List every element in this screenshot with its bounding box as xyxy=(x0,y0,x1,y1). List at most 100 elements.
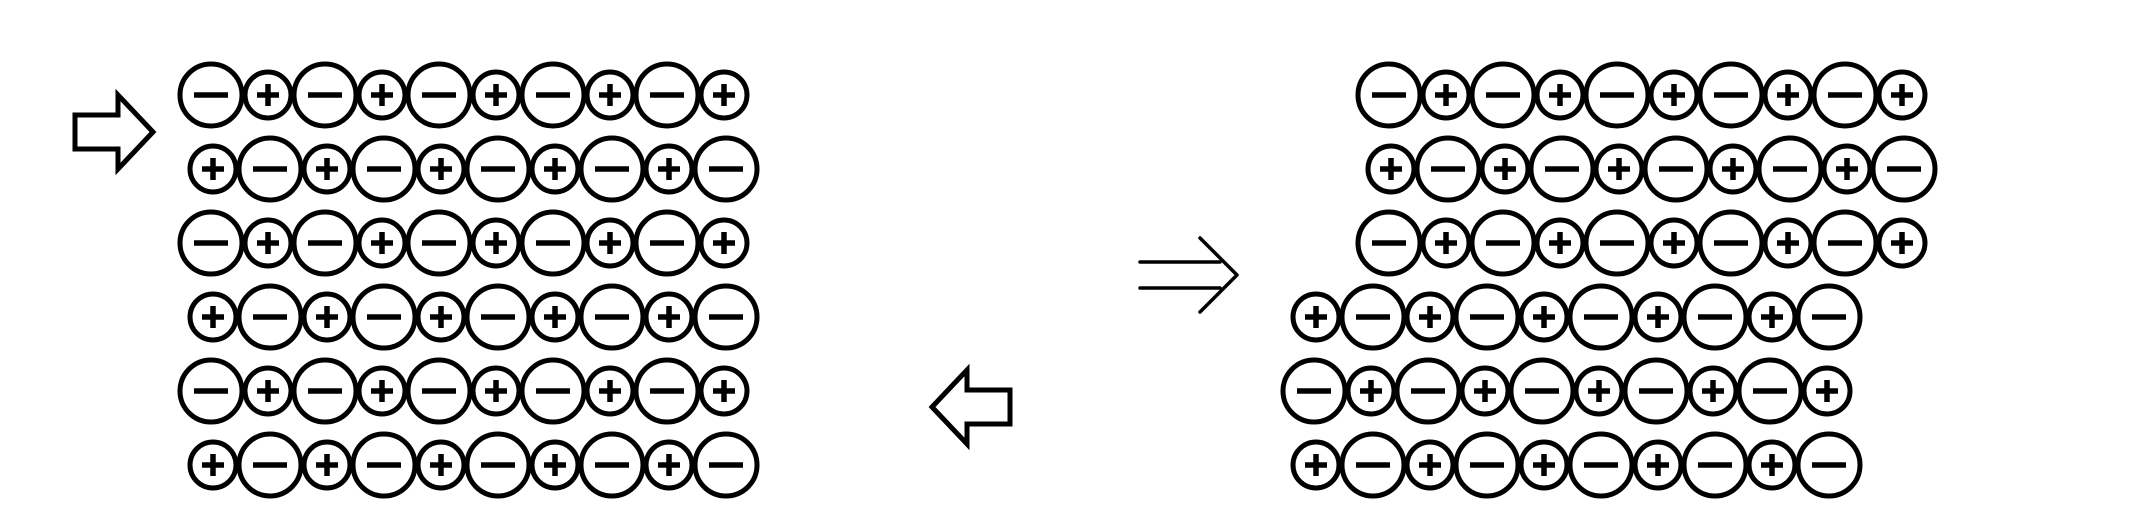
cation-ion xyxy=(470,69,522,121)
cation-ion xyxy=(1290,291,1342,343)
cation-ion xyxy=(187,291,239,343)
cation-ion xyxy=(1801,365,1853,417)
cation-ion xyxy=(1762,69,1814,121)
anion-ion xyxy=(633,61,701,129)
anion-ion xyxy=(1469,209,1537,277)
cation-ion xyxy=(1534,217,1586,269)
cation-ion xyxy=(1518,291,1570,343)
anion-ion xyxy=(1811,209,1879,277)
anion-ion xyxy=(1697,209,1765,277)
anion-ion xyxy=(464,283,532,351)
cation-ion xyxy=(1573,365,1625,417)
anion-ion xyxy=(1756,135,1824,203)
anion-ion xyxy=(519,61,587,129)
cation-ion xyxy=(415,291,467,343)
cation-ion xyxy=(1365,143,1417,195)
cation-ion xyxy=(1534,69,1586,121)
anion-ion xyxy=(692,135,760,203)
anion-ion xyxy=(1681,431,1749,499)
cation-ion xyxy=(643,439,695,491)
cation-ion xyxy=(356,365,408,417)
anion-ion xyxy=(1453,283,1521,351)
cation-ion xyxy=(1420,69,1472,121)
anion-ion xyxy=(1453,431,1521,499)
cation-ion xyxy=(301,143,353,195)
anion-ion xyxy=(578,283,646,351)
cation-ion xyxy=(1746,439,1798,491)
anion-ion xyxy=(1681,283,1749,351)
cation-ion xyxy=(301,439,353,491)
cation-ion xyxy=(584,365,636,417)
anion-ion xyxy=(1795,431,1863,499)
cation-ion xyxy=(1648,217,1700,269)
anion-ion xyxy=(405,61,473,129)
anion-ion xyxy=(1394,357,1462,425)
cation-ion xyxy=(187,439,239,491)
anion-ion xyxy=(1339,283,1407,351)
force-arrow-bottom-right xyxy=(928,363,1013,451)
cation-ion xyxy=(1746,291,1798,343)
anion-ion xyxy=(1583,209,1651,277)
anion-ion xyxy=(1280,357,1348,425)
cation-ion xyxy=(698,69,750,121)
anion-ion xyxy=(177,357,245,425)
anion-ion xyxy=(236,283,304,351)
cation-ion xyxy=(415,143,467,195)
anion-ion xyxy=(633,357,701,425)
cation-ion xyxy=(643,291,695,343)
cation-ion xyxy=(1876,69,1928,121)
anion-ion xyxy=(350,135,418,203)
anion-ion xyxy=(1697,61,1765,129)
anion-ion xyxy=(1811,61,1879,129)
cation-ion xyxy=(698,217,750,269)
cation-ion xyxy=(301,291,353,343)
cation-ion xyxy=(242,69,294,121)
anion-ion xyxy=(350,283,418,351)
anion-ion xyxy=(291,61,359,129)
anion-ion xyxy=(350,431,418,499)
cation-ion xyxy=(1404,291,1456,343)
cation-ion xyxy=(584,217,636,269)
cation-ion xyxy=(1420,217,1472,269)
cation-ion xyxy=(470,217,522,269)
anion-ion xyxy=(1567,283,1635,351)
anion-ion xyxy=(464,135,532,203)
anion-ion xyxy=(1414,135,1482,203)
cation-ion xyxy=(1762,217,1814,269)
anion-ion xyxy=(1508,357,1576,425)
anion-ion xyxy=(1339,431,1407,499)
anion-ion xyxy=(1528,135,1596,203)
cation-ion xyxy=(415,439,467,491)
cation-ion xyxy=(187,143,239,195)
anion-ion xyxy=(692,283,760,351)
anion-ion xyxy=(236,135,304,203)
anion-ion xyxy=(1469,61,1537,129)
cation-ion xyxy=(1687,365,1739,417)
cation-ion xyxy=(1876,217,1928,269)
cation-ion xyxy=(356,69,408,121)
anion-ion xyxy=(578,431,646,499)
anion-ion xyxy=(633,209,701,277)
anion-ion xyxy=(1583,61,1651,129)
anion-ion xyxy=(1355,61,1423,129)
cation-ion xyxy=(698,365,750,417)
anion-ion xyxy=(405,357,473,425)
cation-ion xyxy=(1479,143,1531,195)
cation-ion xyxy=(356,217,408,269)
anion-ion xyxy=(519,209,587,277)
anion-ion xyxy=(1567,431,1635,499)
anion-ion xyxy=(1622,357,1690,425)
anion-ion xyxy=(519,357,587,425)
cation-ion xyxy=(529,439,581,491)
cation-ion xyxy=(1459,365,1511,417)
anion-ion xyxy=(1795,283,1863,351)
left-ion-lattice xyxy=(177,61,760,499)
cation-ion xyxy=(1632,291,1684,343)
cation-ion xyxy=(1345,365,1397,417)
anion-ion xyxy=(1736,357,1804,425)
anion-ion xyxy=(291,357,359,425)
anion-ion xyxy=(177,209,245,277)
anion-ion xyxy=(1870,135,1938,203)
cation-ion xyxy=(643,143,695,195)
